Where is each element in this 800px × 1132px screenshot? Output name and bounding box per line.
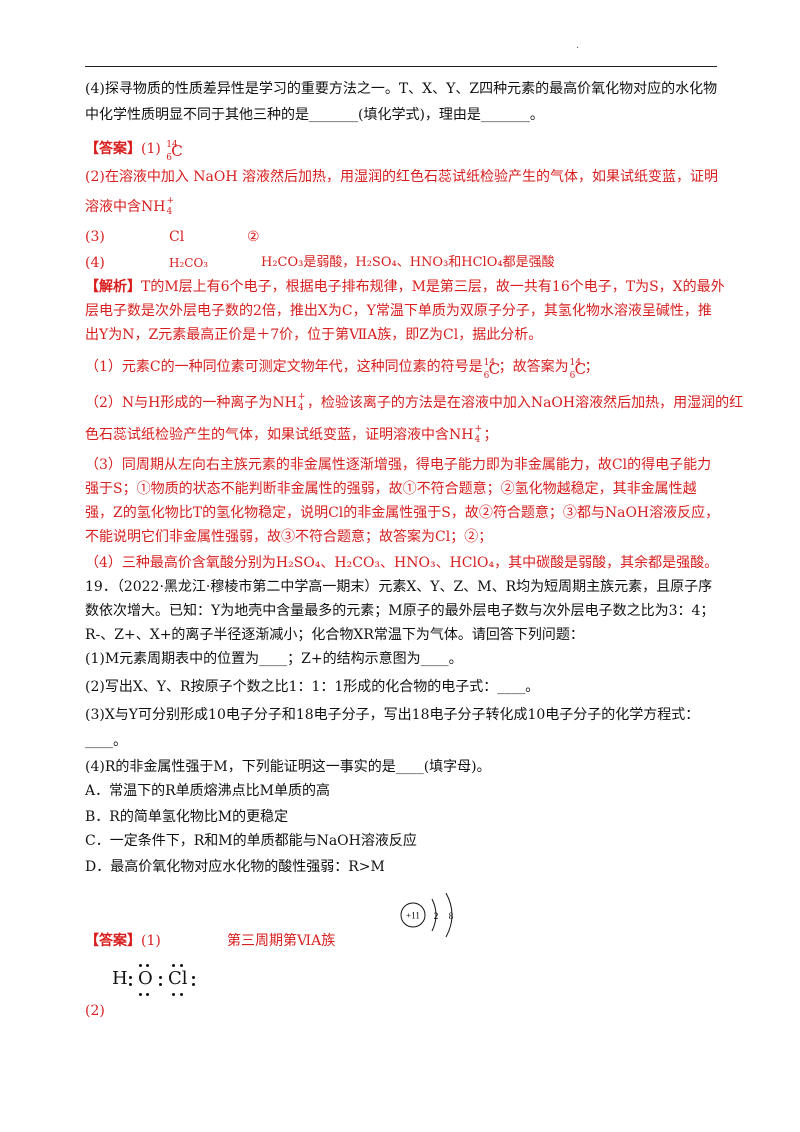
question-19-line2: 数依次增大。已知：Y为地壳中含量最多的元素；M原子的最外层电子数与次外层电子数之… bbox=[85, 603, 715, 619]
analysis-18-line3: 出Y为N，Z元素最高正价是＋7价，位于第ⅦA族，即Z为Cl，据此分析。 bbox=[85, 327, 543, 343]
answer-label-19: 【答案】 bbox=[85, 933, 141, 949]
question-19-part1: (1)M元素周期表中的位置为____；Z+的结构示意图为____。 bbox=[85, 651, 463, 667]
question-19-line3: R-、Z+、X+的离子半径逐渐减小；化合物XR常温下为气体。请回答下列问题： bbox=[85, 627, 584, 643]
analysis-label: 【解析】 bbox=[85, 279, 141, 295]
analysis-18-sub3-line1: （3）同周期从左向右主族元素的非金属性逐渐增强，得电子能力即为非金属能力，故Cl… bbox=[85, 457, 712, 473]
analysis-18-sub3-line2: 强于S；①物质的状态不能判断非金属性的强弱，故①不符合题意；②氢化物越稳定，其非… bbox=[85, 481, 697, 497]
header-rule bbox=[85, 66, 717, 67]
question-19-part3-line2: ____。 bbox=[85, 733, 127, 749]
analysis-18-line1: 【解析】T的M层上有6个电子，根据电子排布规律，M是第三层，故一共有16个电子，… bbox=[85, 279, 725, 295]
analysis-18-sub3-line4: 不能说明它们非金属性强弱，故③不符合题意；故答案为Cl；②； bbox=[85, 529, 493, 545]
lewis-structure-hocl: H O Cl bbox=[112, 962, 202, 998]
lewis-h: H bbox=[112, 968, 128, 989]
question-19-part2: (2)写出X、Y、R按原子个数之比1：1：1形成的化合物的电子式：____。 bbox=[85, 679, 540, 695]
question-19-line1: 19．（2022·黑龙江·穆棱市第二中学高一期末）元素X、Y、Z、M、R均为短周… bbox=[85, 579, 713, 595]
question-18-part4-line2: 中化学性质明显不同于其他三种的是_______(填化学式)，理由是_______… bbox=[85, 107, 544, 123]
option-d: D．最高价氧化物对应水化物的酸性强弱：R>M bbox=[85, 859, 385, 875]
answer-label: 【答案】 bbox=[85, 141, 141, 157]
option-a: A．常温下的R单质熔沸点比M单质的高 bbox=[85, 783, 330, 799]
question-19-part4: (4)R的非金属性强于M，下列能证明这一事实的是____(填字母)。 bbox=[85, 759, 491, 775]
answer-19-part1: 【答案】(1)第三周期第ⅥA族 bbox=[85, 930, 335, 952]
analysis-18-line2: 层电子数是次外层电子数的2倍，推出X为C，Y常温下单质为双原子分子，其氢化物水溶… bbox=[85, 303, 712, 319]
answer-19-part2: (2) bbox=[85, 1003, 105, 1019]
analysis-18-sub3-line3: 强，Z的氢化物比T的氢化物稳定，说明Cl的非金属性强于S，故②符合题意；③都与N… bbox=[85, 505, 720, 521]
sodium-ion-structure-diagram: +11 2 8 bbox=[400, 892, 454, 938]
analysis-18-sub2-line2: 色石蕊试纸检验产生的气体，如果试纸变蓝，证明溶液中含NH+4； bbox=[85, 424, 498, 445]
shell1-count: 2 bbox=[434, 911, 439, 921]
lewis-o: O bbox=[138, 968, 153, 989]
answer-19-period-group: 第三周期第ⅥA族 bbox=[227, 933, 336, 949]
option-c: C．一定条件下，R和M的单质都能与NaOH溶液反应 bbox=[85, 833, 417, 849]
answer-part1-prefix: (1) bbox=[141, 141, 166, 157]
answer-18-part2-line1: (2)在溶液中加入 NaOH 溶液然后加热，用湿润的红色石蕊试纸检验产生的气体，… bbox=[85, 169, 719, 185]
shell2-count: 8 bbox=[449, 911, 454, 921]
analysis-18-sub2-line1: （2）N与H形成的一种离子为NH+4，检验该离子的方法是在溶液中加入NaOH溶液… bbox=[85, 392, 744, 413]
question-19-part3-line1: (3)X与Y可分别形成10电子分子和18电子分子，写出18电子分子转化成10电子… bbox=[85, 707, 700, 723]
analysis-18-sub4: （4）三种最高价含氧酸分别为H₂SO₄、H₂CO₃、HNO₃、HClO₄，其中碳… bbox=[85, 555, 719, 571]
question-18-part4-line1: (4)探寻物质的性质差异性是学习的重要方法之一。T、X、Y、Z四种元素的最高价氧… bbox=[85, 81, 718, 97]
answer-18-part2-line2: 溶液中含NH+4 bbox=[85, 196, 175, 217]
page-mark: . bbox=[576, 40, 580, 51]
nucleus-charge: +11 bbox=[406, 911, 420, 921]
option-b: B．R的简单氢化物比M的更稳定 bbox=[85, 809, 289, 825]
lewis-cl: Cl bbox=[168, 968, 188, 989]
ammonium-ion-marks: +4 bbox=[166, 196, 175, 217]
